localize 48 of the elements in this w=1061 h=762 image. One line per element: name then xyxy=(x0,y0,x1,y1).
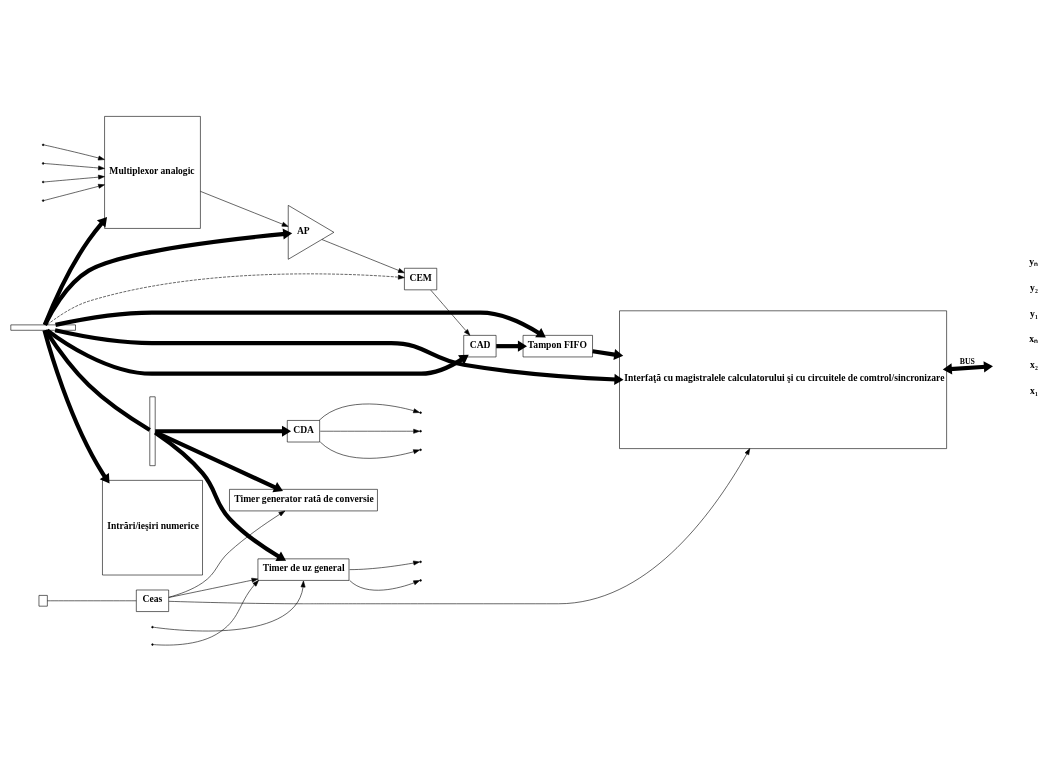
label: x₁ xyxy=(1030,384,1038,396)
arrow xyxy=(153,577,259,646)
arrow xyxy=(46,273,405,326)
arrow xyxy=(43,163,105,171)
node-box xyxy=(38,595,48,607)
arrow xyxy=(318,403,420,421)
label: yₙ xyxy=(1029,256,1039,268)
arrow xyxy=(349,580,420,591)
node-box: Timer de uz general xyxy=(257,558,350,581)
arrow xyxy=(592,349,624,361)
arrow xyxy=(55,310,546,338)
arrow xyxy=(430,289,471,336)
node-box: Intrări/ieşiri numerice xyxy=(102,480,203,576)
arrow xyxy=(153,580,306,632)
node-box: Interfaţă cu magistralele calculatorului şi cu circuitele de comtrol/sincronizare xyxy=(619,310,947,449)
label: y₁ xyxy=(1030,307,1038,319)
node-box: CDA xyxy=(287,420,320,443)
arrow xyxy=(496,340,527,352)
arrow xyxy=(319,441,420,459)
arrow xyxy=(43,144,105,161)
arrow xyxy=(54,328,624,385)
arrow xyxy=(43,183,105,201)
arrow xyxy=(155,425,292,437)
node-box: Multiplexor analogic xyxy=(104,116,201,229)
arrow xyxy=(168,448,751,605)
arrow xyxy=(168,510,286,598)
arrow xyxy=(168,577,259,598)
arrow xyxy=(154,431,287,561)
arrow xyxy=(43,174,105,183)
arrow xyxy=(43,228,293,326)
node-bar xyxy=(149,396,156,466)
label: x₂ xyxy=(1030,359,1038,371)
node-box: CAD xyxy=(463,335,497,358)
label: y₂ xyxy=(1030,281,1038,293)
arrow xyxy=(200,191,289,227)
arrow xyxy=(154,430,283,493)
arrow xyxy=(46,328,469,376)
arrow xyxy=(349,560,420,570)
arrow xyxy=(319,428,420,434)
arrow xyxy=(42,329,110,484)
connector xyxy=(43,329,151,432)
node-box: CEM xyxy=(404,267,438,291)
node-bar xyxy=(10,324,76,331)
node-box: Timer generator rată de conversie xyxy=(229,489,378,512)
node-box: Tampon FIFO xyxy=(522,335,593,358)
node-box: Ceas xyxy=(136,589,169,612)
label: xₙ xyxy=(1029,333,1039,345)
arrow xyxy=(321,239,405,274)
